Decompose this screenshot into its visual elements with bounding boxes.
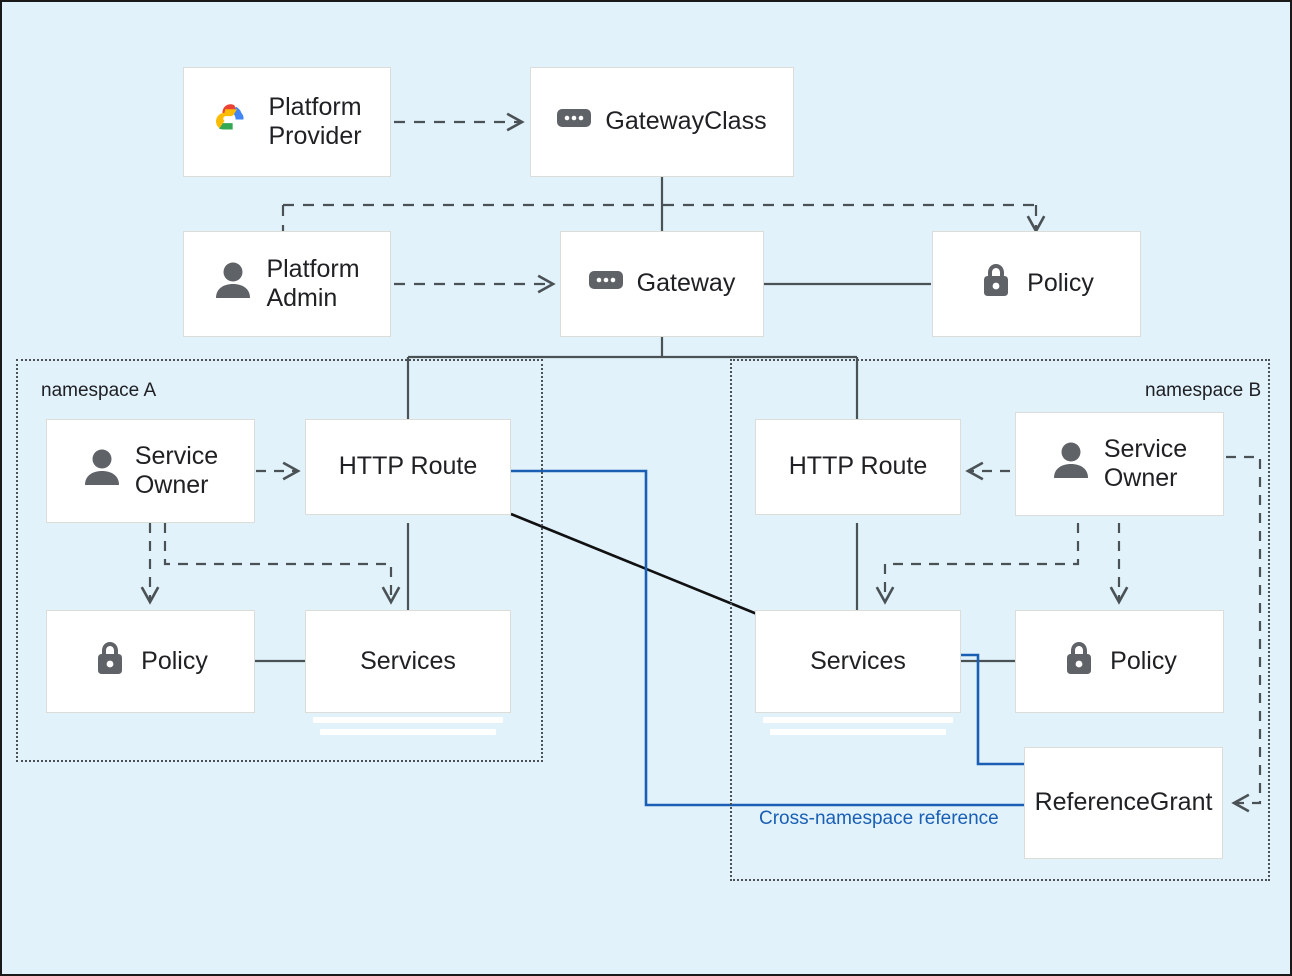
- google-cloud-icon: [212, 100, 254, 144]
- node-platform-provider[interactable]: Platform Provider: [183, 67, 391, 177]
- lock-icon: [1062, 638, 1096, 686]
- namespace-a-label: namespace A: [41, 380, 157, 401]
- lock-icon: [979, 260, 1013, 308]
- edge-httproute-a-to-services-b-diagonal: [510, 512, 758, 616]
- node-services-a[interactable]: Services: [305, 610, 511, 713]
- node-policy-top-label: Policy: [1027, 269, 1094, 298]
- node-reference-grant-label: ReferenceGrant: [1034, 788, 1213, 817]
- person-icon: [83, 447, 121, 495]
- node-gateway-label: Gateway: [636, 269, 736, 298]
- services-a-stack-bar-1: [313, 717, 503, 723]
- node-platform-provider-label: Platform Provider: [268, 92, 362, 151]
- person-icon: [214, 260, 252, 308]
- node-service-owner-b[interactable]: Service Owner: [1015, 412, 1224, 516]
- node-services-b[interactable]: Services: [755, 610, 961, 713]
- gateway-chip-icon: [588, 269, 623, 299]
- node-http-route-b[interactable]: HTTP Route: [755, 419, 961, 515]
- node-http-route-a-label: HTTP Route: [338, 452, 478, 481]
- node-service-owner-a-label: Service Owner: [134, 441, 219, 500]
- node-platform-admin-label: Platform Admin: [266, 254, 360, 313]
- services-b-stack-bar-1: [763, 717, 953, 723]
- node-http-route-a[interactable]: HTTP Route: [305, 419, 511, 515]
- node-policy-a-label: Policy: [141, 646, 208, 675]
- node-gatewayclass-label: GatewayClass: [605, 107, 767, 136]
- node-services-b-label: Services: [810, 646, 906, 675]
- person-icon: [1052, 440, 1090, 488]
- node-http-route-b-label: HTTP Route: [788, 452, 928, 481]
- node-reference-grant[interactable]: ReferenceGrant: [1024, 747, 1223, 859]
- node-service-owner-b-label: Service Owner: [1103, 434, 1188, 493]
- node-platform-admin[interactable]: Platform Admin: [183, 231, 391, 337]
- node-gateway[interactable]: Gateway: [560, 231, 764, 337]
- node-services-a-label: Services: [360, 646, 456, 675]
- namespace-b-label: namespace B: [1145, 380, 1262, 401]
- node-policy-b-label: Policy: [1110, 646, 1177, 675]
- node-policy-a[interactable]: Policy: [46, 610, 255, 713]
- services-a-stack-bar-2: [320, 729, 496, 735]
- node-service-owner-a[interactable]: Service Owner: [46, 419, 255, 523]
- gateway-chip-icon: [557, 107, 592, 137]
- node-policy-b[interactable]: Policy: [1015, 610, 1224, 713]
- lock-icon: [93, 638, 127, 686]
- cross-namespace-reference-label: Cross-namespace reference: [759, 808, 999, 829]
- node-gatewayclass[interactable]: GatewayClass: [530, 67, 794, 177]
- node-policy-top[interactable]: Policy: [932, 231, 1141, 337]
- services-b-stack-bar-2: [770, 729, 946, 735]
